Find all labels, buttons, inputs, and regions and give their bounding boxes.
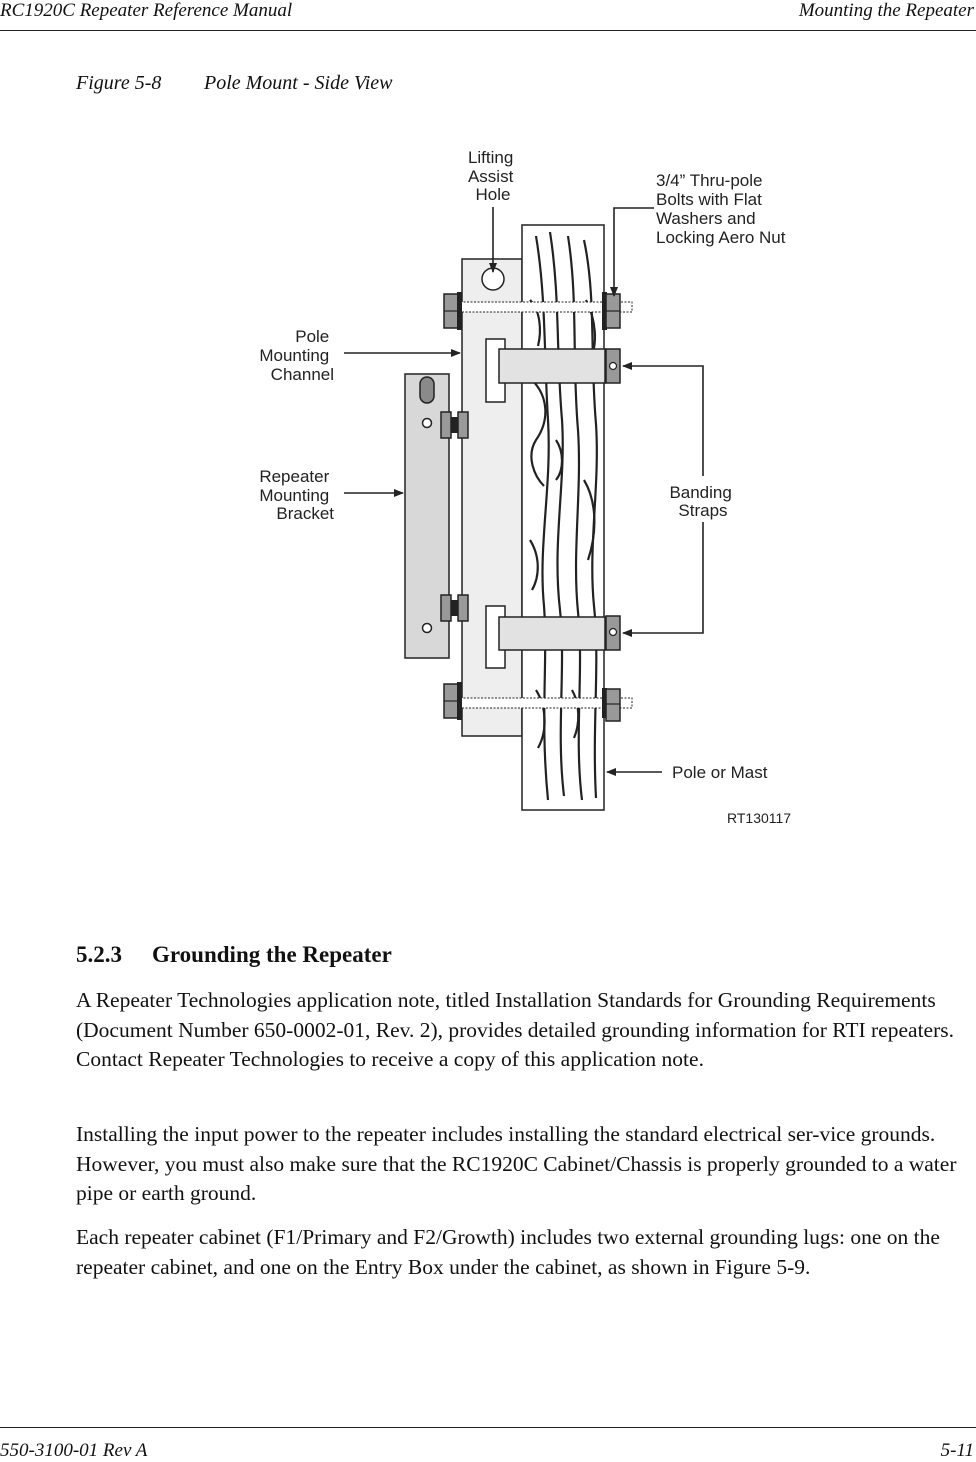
paragraph: A Repeater Technologies application note… [76, 988, 954, 1071]
figure-title: Pole Mount - Side View [204, 72, 393, 94]
section-number: 5.2.3 [76, 942, 122, 967]
paragraph: Each repeater cabinet (F1/Primary and F2… [76, 1225, 940, 1279]
banding-strap-lower [498, 615, 621, 651]
pole-mount-diagram: Lifting Assist Hole 3/4” Thru-pole Bolts… [259, 148, 791, 826]
paragraph: Installing the input power to the repeat… [76, 1122, 957, 1205]
thru-pole-bolt-upper [443, 292, 633, 330]
footer-document-number: 550-3100-01 Rev A [0, 1440, 148, 1461]
banding-straps-label: Banding Straps [669, 483, 736, 520]
straps-leader-upper [622, 362, 704, 476]
header-rule [0, 30, 976, 31]
footer-page-number: 5-11 [940, 1440, 974, 1461]
straps-leader-lower [622, 522, 704, 637]
section-title: Grounding the Repeater [152, 942, 392, 967]
pole-mounting-channel-label: Pole Mounting Channel [259, 327, 334, 384]
bracket-connector-upper [440, 411, 469, 439]
pole-or-mast [521, 224, 605, 811]
footer-rule [0, 1427, 976, 1428]
header-manual-title: RC1920C Repeater Reference Manual [0, 0, 293, 21]
bracket-connector-lower [440, 594, 469, 622]
repeater-mounting-bracket-label: Repeater Mounting Bracket [259, 467, 334, 523]
thru-pole-bolt-lower [443, 682, 633, 722]
figure-code-label: RT130117 [727, 810, 791, 826]
figure-number: Figure 5-8 [76, 72, 162, 94]
section-heading: 5.2.3 Grounding the Repeater [76, 942, 392, 968]
figure-caption: Figure 5-8 Pole Mount - Side View [76, 72, 392, 95]
lifting-assist-hole-label: Lifting Assist Hole [468, 148, 518, 204]
header-chapter-title: Mounting the Repeater [798, 0, 974, 21]
thru-pole-bolts-label: 3/4” Thru-pole Bolts with Flat Washers a… [656, 171, 786, 247]
pole-or-mast-label: Pole or Mast [672, 763, 768, 782]
bolts-leader [610, 207, 654, 297]
banding-strap-upper [498, 348, 621, 384]
